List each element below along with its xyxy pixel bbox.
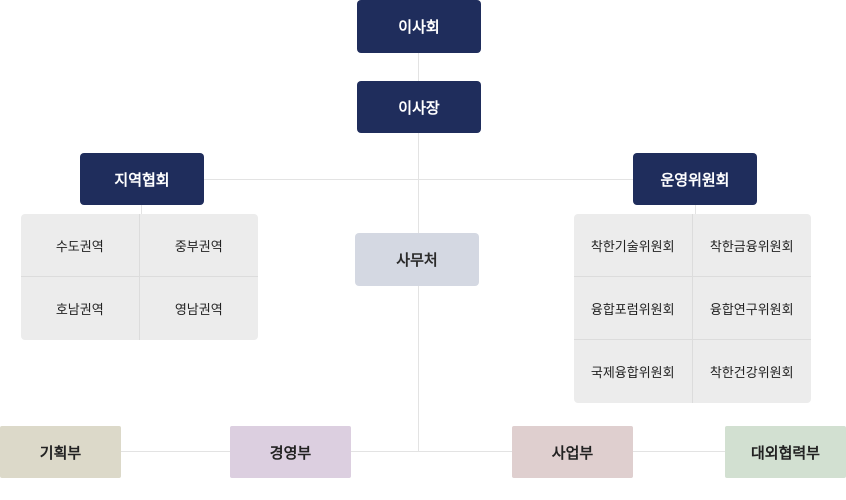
- committee-connector: [695, 205, 696, 215]
- committee-cell: 융합연구위원회: [692, 277, 811, 340]
- regional-association-box: 지역협회: [80, 153, 204, 205]
- committee-cell: 융합포럼위원회: [574, 277, 693, 340]
- branch-line-horizontal: [141, 179, 696, 180]
- regional-grid: 수도권역 중부권역 호남권역 영남권역: [21, 214, 258, 340]
- committee-cell: 착한기술위원회: [574, 214, 693, 277]
- secretariat-box: 사무처: [355, 233, 479, 286]
- department-management: 경영부: [230, 426, 351, 478]
- region-cell: 중부권역: [139, 214, 258, 277]
- operating-committee-box: 운영위원회: [633, 153, 757, 205]
- department-planning: 기획부: [0, 426, 121, 478]
- trunk-line-main: [418, 133, 419, 451]
- chairman-box: 이사장: [357, 81, 481, 133]
- committee-cell: 국제융합위원회: [574, 340, 693, 403]
- department-external-cooperation: 대외협력부: [725, 426, 846, 478]
- region-cell: 영남권역: [174, 303, 223, 318]
- committee-cell: 착한건강위원회: [709, 366, 794, 381]
- committee-grid: 착한기술위원회 착한금융위원회 융합포럼위원회 융합연구위원회 국제융합위원회 …: [574, 214, 811, 403]
- department-business: 사업부: [512, 426, 633, 478]
- board-box: 이사회: [357, 0, 481, 53]
- committee-cell: 착한금융위원회: [692, 214, 811, 277]
- region-cell: 수도권역: [21, 214, 140, 277]
- region-cell: 호남권역: [21, 277, 140, 340]
- departments-line-horizontal: [60, 451, 785, 452]
- trunk-line-top: [418, 53, 419, 81]
- regional-connector: [141, 205, 142, 215]
